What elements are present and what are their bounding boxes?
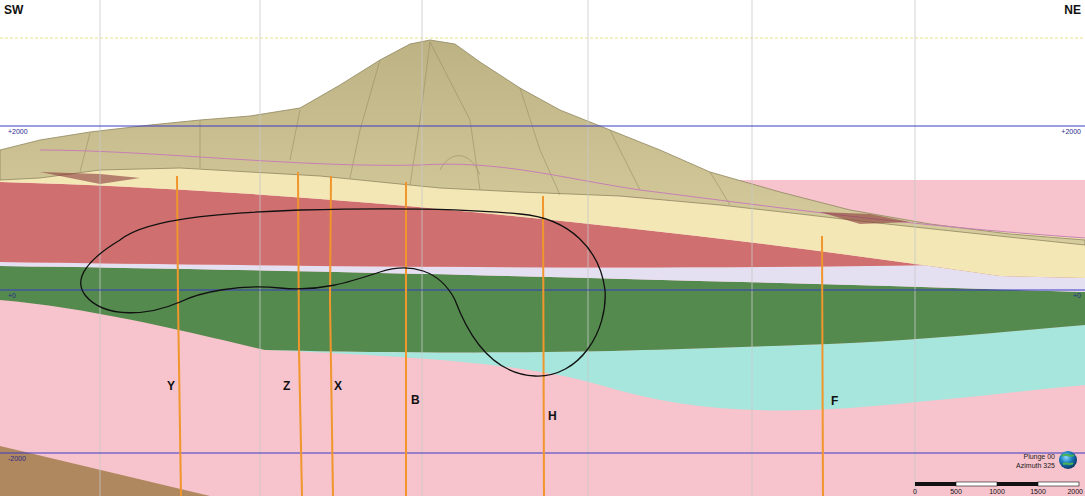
scale-number: 0 [913,488,917,495]
drillhole-label: X [334,380,342,392]
drillhole-label: B [411,394,420,406]
view-info: Plunge 00 [1023,453,1055,460]
elevation-label: +2000 [1061,128,1081,135]
scale-number: 1000 [989,488,1005,495]
scale-number: 2000 [1067,488,1083,495]
drillhole-label: Y [167,380,175,392]
drillhole-label: H [548,410,557,422]
direction-label: SW [4,4,23,16]
drillhole-label: F [831,395,838,407]
direction-label: NE [1064,4,1081,16]
elevation-label: +0 [1073,292,1081,299]
scale-number: 500 [950,488,962,495]
view-info: Azimuth 325 [1016,462,1055,469]
scale-number: 1500 [1030,488,1046,495]
drillhole-label: Z [283,380,290,392]
elevation-label: -2000 [8,455,26,462]
elevation-label: +0 [8,292,16,299]
elevation-label: +2000 [8,128,28,135]
